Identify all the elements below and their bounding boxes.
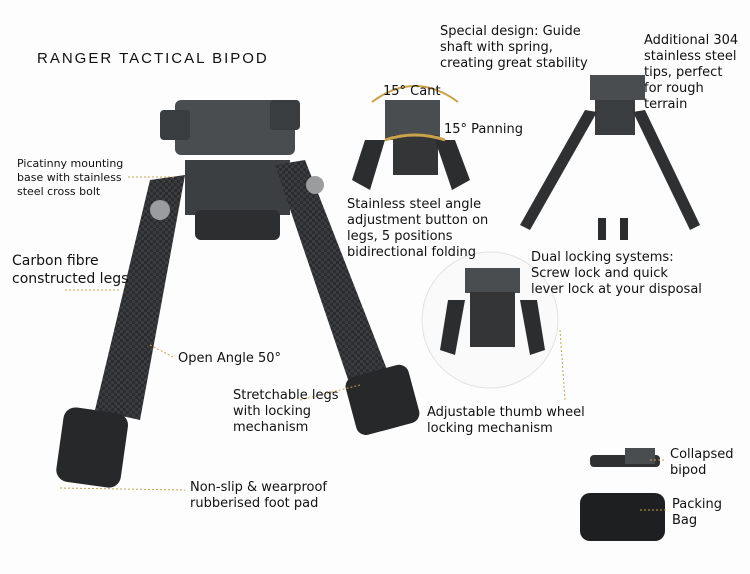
label-line: bipod <box>670 463 707 478</box>
label-line: Carbon fibre <box>12 253 99 269</box>
label-line: adjustment button on <box>347 213 489 228</box>
label-line: locking mechanism <box>427 421 553 436</box>
label-carbon: Carbon fibre constructed legs <box>12 252 128 288</box>
label-line: Collapsed <box>670 447 734 462</box>
leader-lines <box>59 176 668 511</box>
label-line: with locking <box>233 404 312 419</box>
label-line: Screw lock and quick <box>531 266 668 281</box>
label-line: constructed legs <box>12 271 129 287</box>
collapsed-bipod-image <box>590 448 660 467</box>
label-line: tips, perfect <box>644 65 723 80</box>
label-line: terrain <box>644 97 688 112</box>
label-line: rubberised foot pad <box>190 496 319 511</box>
main-bipod-image <box>56 100 420 488</box>
extended-bipod-image <box>520 75 700 240</box>
label-line: Stretchable legs <box>233 388 339 403</box>
label-line: shaft with spring, <box>440 40 553 55</box>
label-line: Dual locking systems: <box>531 250 674 265</box>
label-line: lever lock at your disposal <box>531 282 702 297</box>
label-line: Special design: Guide <box>440 24 581 39</box>
thumb-wheel-detail-image <box>421 251 559 389</box>
label-line: Additional 304 <box>644 33 739 48</box>
label-line: steel cross bolt <box>17 185 101 198</box>
label-open-angle: Open Angle 50° <box>178 351 282 366</box>
label-line: Adjustable thumb wheel <box>427 405 585 420</box>
label-dual-lock: Dual locking systems:Screw lock and quic… <box>531 250 702 298</box>
label-line: Bag <box>672 513 698 528</box>
label-line: bidirectional folding <box>347 245 477 260</box>
label-line: stainless steel <box>644 49 737 64</box>
label-line: base with stainless <box>17 171 122 184</box>
label-line: legs, 5 positions <box>347 229 453 244</box>
label-line: Non-slip & wearproof <box>190 480 327 495</box>
product-title: RANGER TACTICAL BIPOD <box>37 50 269 67</box>
label-panning: 15° Panning <box>444 122 523 137</box>
label-line: Packing <box>672 497 723 512</box>
packing-bag-image <box>580 493 665 541</box>
label-cant: 15° Cant <box>383 84 441 99</box>
label-line: mechanism <box>233 420 309 435</box>
label-line: creating great stability <box>440 56 588 71</box>
label-line: for rough <box>644 81 704 96</box>
label-line: Stainless steel angle <box>347 197 482 212</box>
label-line: Picatinny mounting <box>17 157 124 170</box>
cant-detail-image <box>352 85 470 190</box>
